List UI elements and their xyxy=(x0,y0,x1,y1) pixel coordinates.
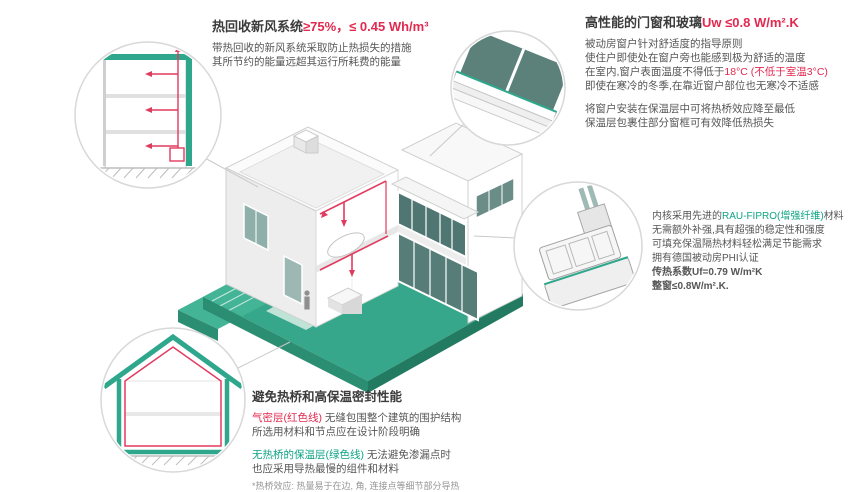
window-note-line: 使住户即使处在窗户旁也能感到极为舒适的温度 xyxy=(585,52,806,64)
hrv-duct xyxy=(150,50,179,160)
profile-note-line: 无需额外补强,具有超强的稳定性和强度 xyxy=(652,225,825,236)
roof-terrace xyxy=(238,137,386,209)
profile-body xyxy=(539,225,622,281)
hrv-title-label: 热回收新风系统 xyxy=(212,19,304,34)
airtight-layer-label: 气密层(红色线) xyxy=(252,412,322,424)
ventilation-ducts xyxy=(319,180,389,271)
hrv-title-value: ≥75%，≤ 0.45 Wh/m³ xyxy=(303,19,429,34)
window-note-line: 将窗户安装在保温层中可将热桥效应降至最低 xyxy=(585,103,795,115)
thermal-note-line: 气密层(红色线) 无缝包围整个建筑的围护结构 xyxy=(252,411,562,425)
profile-note-line: 可填充保温隔热材料轻松满足节能需求 xyxy=(652,239,822,250)
thermal-footnote: *热桥效应: 热量易于在边, 角, 连接点等细节部分导热 xyxy=(252,481,460,491)
hrv-note-line: 其所节约的能量远超其运行所耗费的能量 xyxy=(212,56,401,68)
wing-roof xyxy=(390,176,480,220)
kitchen-island xyxy=(326,287,364,314)
profile-note-line: 内核采用先进的RAU-FIPRO(增强纤维)材料 xyxy=(652,210,864,224)
hrv-note-line: 带热回收的新风系统采取防止热损失的措施 xyxy=(212,42,412,54)
window-title: 高性能的门窗和玻璃Uw ≤0.8 W/m².K xyxy=(585,12,863,31)
insulation-layer-walls xyxy=(116,379,230,455)
hrv-title: 热回收新风系统≥75%，≤ 0.45 Wh/m³ xyxy=(212,16,462,35)
window-note-segment: 在室内,窗户表面温度不得低于 xyxy=(585,66,725,78)
window-note-line: 即使在寒冷的冬季,在靠近窗户部位也无寒冷不适感 xyxy=(585,80,819,92)
thermal-note-line: 也应采用导热最慢的组件和材料 xyxy=(252,463,399,475)
hrv-callout-text: 热回收新风系统≥75%，≤ 0.45 Wh/m³ 带热回收的新风系统采取防止热损… xyxy=(212,16,462,69)
thermal-note-line: 所选用材料和节点应在设计阶段明确 xyxy=(252,426,420,438)
insulation-layer-roof xyxy=(103,333,243,390)
bathtub xyxy=(327,232,365,258)
rooftop-unit xyxy=(292,129,320,154)
hrv-unit xyxy=(169,147,185,162)
window-title-label: 高性能的门窗和玻璃 xyxy=(585,15,703,30)
callout-connectors xyxy=(202,121,518,371)
thermal-callout-text: 避免热桥和高保温密封性能 气密层(红色线) 无缝包围整个建筑的围护结构 所选用材… xyxy=(252,386,562,492)
window-profile-illustration xyxy=(513,181,643,311)
wing-slab xyxy=(398,225,466,265)
wall-insulation xyxy=(186,54,192,166)
profile-gasket xyxy=(543,256,629,286)
hrv-section-illustration xyxy=(74,41,222,189)
window-note-line: 被动房窗户针对舒适度的指导原则 xyxy=(585,38,743,50)
glass-wing xyxy=(390,176,480,322)
window-note-line: 在室内,窗户表面温度不得低于18°C (不低于室温3°C) xyxy=(585,65,863,79)
window-callout-text: 高性能的门窗和玻璃Uw ≤0.8 W/m².K 被动房窗户针对舒适度的指导原则 … xyxy=(585,12,863,130)
window-note-line: 保温层包裹住部分窗框可有效降低热损失 xyxy=(585,117,774,129)
profile-note-line: 拥有德国被动房PHI认证 xyxy=(652,253,759,264)
cutaway-interior xyxy=(304,169,399,328)
profile-note-segment: 材料 xyxy=(823,211,844,222)
profile-uf-value: 传热系数Uf=0.79 W/m²K xyxy=(652,267,763,278)
profile-uw-value: 整窗≤0.8W/m².K. xyxy=(652,281,729,292)
thermal-section-illustration xyxy=(100,327,246,473)
thermal-note-segment: 无缝包围整个建筑的围护结构 xyxy=(322,412,462,424)
thermal-title: 避免热桥和高保温密封性能 xyxy=(252,390,403,404)
lower-glazing xyxy=(397,231,479,322)
thermal-note-line: 无热桥的保温层(绿色线) 无法避免渗漏点时 xyxy=(252,448,562,462)
upper-glazing xyxy=(397,190,467,259)
window-note-highlight: 18°C (不低于室温3°C) xyxy=(724,66,828,78)
insulation-layer-label: 无热桥的保温层(绿色线) xyxy=(252,449,364,461)
roof-insulation xyxy=(100,54,192,60)
window-corner-illustration xyxy=(450,30,566,146)
main-block xyxy=(224,126,400,328)
entry-door xyxy=(283,254,303,306)
airtight-layer xyxy=(124,346,222,447)
window-title-value: Uw ≤0.8 W/m².K xyxy=(702,15,799,30)
person-figure xyxy=(304,290,310,310)
frame-seal xyxy=(456,70,557,113)
airflow-arrows xyxy=(321,211,355,277)
thermal-note-segment: 无法避免渗漏点时 xyxy=(364,449,451,461)
profile-material-name: RAU-FIPRO(增强纤维) xyxy=(722,211,824,222)
profile-callout-text: 内核采用先进的RAU-FIPRO(增强纤维)材料 无需额外补强,具有超强的稳定性… xyxy=(652,210,864,294)
house-cutaway-illustration xyxy=(178,122,524,393)
profile-note-segment: 内核采用先进的 xyxy=(652,211,722,222)
